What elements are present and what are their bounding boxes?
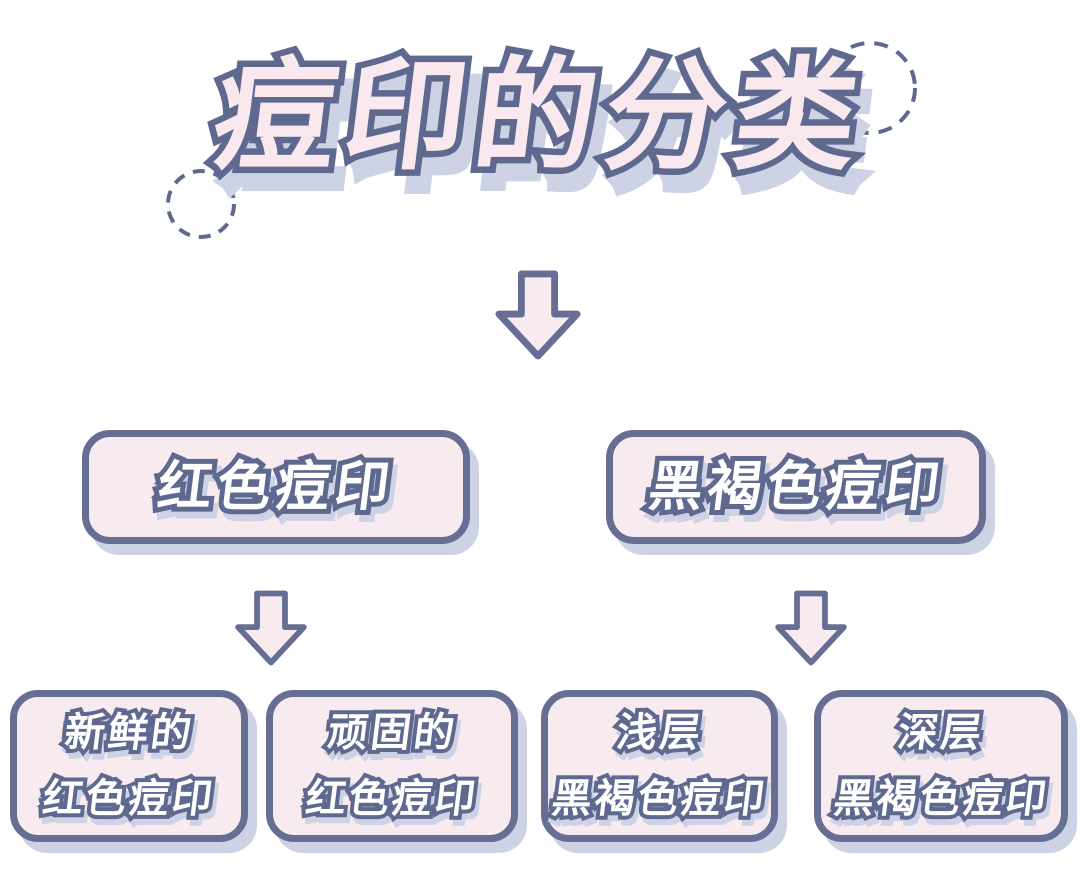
node-label-fill-layer: 黑褐色痘印 [644,456,948,517]
down-arrow-icon [235,590,307,666]
node-label-line2: 红色痘印 红色痘印 红色痘印 [299,773,488,831]
node-label-line1: 新鲜的 新鲜的 新鲜的 [58,707,204,765]
node-label-line2: 黑褐色痘印 黑褐色痘印 黑褐色痘印 [827,773,1059,831]
node-fresh-red-marks: 新鲜的 新鲜的 新鲜的 红色痘印 红色痘印 红色痘印 [10,690,248,842]
node-shallow-dark-brown-marks: 浅层 浅层 浅层 黑褐色痘印 黑褐色痘印 黑褐色痘印 [541,690,778,842]
node-label-line1: 顽固的 顽固的 顽固的 [321,707,467,765]
node-label-line1: 深层 深层 深层 [891,707,994,765]
down-arrow-icon [775,590,847,666]
node-label: 红色痘印 红色痘印 红色痘印 [149,452,407,529]
node-label-fill-layer: 深层 [895,711,987,755]
node-label-fill-layer: 顽固的 [324,711,460,755]
node-red-acne-marks: 红色痘印 红色痘印 红色痘印 [82,430,470,544]
dashed-circle-icon [823,41,917,135]
node-label-fill-layer: 红色痘印 [303,777,481,821]
node-deep-dark-brown-marks: 深层 深层 深层 黑褐色痘印 黑褐色痘印 黑褐色痘印 [814,690,1068,842]
page-title-fill-layer: 痘印的分类 [206,48,874,184]
page-title: 痘印的分类 痘印的分类 痘印的分类 [200,42,889,209]
node-label-line2: 黑褐色痘印 黑褐色痘印 黑褐色痘印 [545,773,777,831]
dashed-circle-icon [166,169,236,239]
node-label-fill-layer: 黑褐色痘印 [549,777,770,821]
down-arrow-icon [495,270,581,360]
node-label-fill-layer: 新鲜的 [61,711,197,755]
node-label-line1: 浅层 浅层 浅层 [610,707,713,765]
node-label-fill-layer: 黑褐色痘印 [830,777,1052,821]
node-dark-brown-acne-marks: 黑褐色痘印 黑褐色痘印 黑褐色痘印 [606,430,986,544]
node-label-fill-layer: 红色痘印 [40,777,218,821]
node-stubborn-red-marks: 顽固的 顽固的 顽固的 红色痘印 红色痘印 红色痘印 [266,690,518,842]
node-label-fill-layer: 浅层 [613,711,706,755]
title-area: 痘印的分类 痘印的分类 痘印的分类 [0,42,1080,209]
node-label: 黑褐色痘印 黑褐色痘印 黑褐色痘印 [640,452,957,529]
node-label-line2: 红色痘印 红色痘印 红色痘印 [36,773,225,831]
node-label-fill-layer: 红色痘印 [154,456,398,517]
